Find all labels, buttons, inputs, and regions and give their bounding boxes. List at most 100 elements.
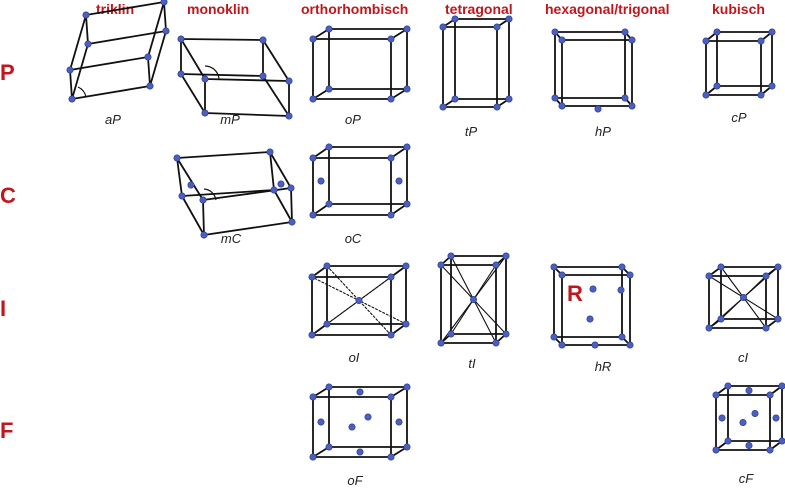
lattice-point <box>308 273 316 281</box>
lattice-point <box>739 293 747 301</box>
lattice-point <box>439 103 447 111</box>
lattice-point <box>713 28 721 36</box>
lattice-point <box>628 102 636 110</box>
lattice-point <box>621 28 629 36</box>
lattice-point <box>287 184 295 192</box>
lattice-point <box>739 418 747 426</box>
lattice-point <box>505 95 513 103</box>
lattice-point <box>768 82 776 90</box>
lattice-point <box>724 437 732 445</box>
lattice-point <box>626 341 634 349</box>
lattice-point <box>617 286 625 294</box>
lattice-point <box>387 331 395 339</box>
lattice-point <box>387 453 395 461</box>
lattice-point <box>285 77 293 85</box>
lattice-point <box>586 315 594 323</box>
cell-edge <box>180 73 206 114</box>
cell-edge <box>176 157 183 197</box>
lattice-point <box>387 211 395 219</box>
lattice-point <box>558 271 566 279</box>
lattice-point <box>502 252 510 260</box>
lattice-point <box>745 441 753 449</box>
lattice-point <box>724 382 732 390</box>
cell-tI <box>437 252 510 347</box>
lattice-point <box>766 446 774 454</box>
cell-edge <box>273 189 293 223</box>
lattice-point <box>778 382 785 390</box>
lattice-point <box>325 143 333 151</box>
lattice-point <box>201 109 209 117</box>
lattice-point <box>356 388 364 396</box>
lattice-point <box>717 263 725 271</box>
lattice-point <box>309 35 317 43</box>
lattice-label-oF: oF <box>347 473 363 488</box>
lattice-point <box>325 200 333 208</box>
cell-edge <box>181 195 205 236</box>
lattice-point <box>762 324 770 332</box>
lattice-point <box>309 211 317 219</box>
lattice-point <box>451 95 459 103</box>
cell-edge <box>147 1 165 58</box>
lattice-point <box>403 443 411 451</box>
cell-oC <box>309 143 411 219</box>
lattice-point <box>325 85 333 93</box>
cell-edge <box>87 30 167 45</box>
lattice-point <box>778 437 785 445</box>
cell-edge <box>262 75 290 117</box>
cell-edge <box>269 151 275 191</box>
lattice-point <box>550 333 558 341</box>
lattice-point <box>757 91 765 99</box>
lattice-point <box>199 196 207 204</box>
cell-edge <box>163 1 167 32</box>
lattice-point <box>356 448 364 456</box>
lattice-point <box>277 180 285 188</box>
lattice-point <box>187 181 195 189</box>
lattice-point <box>447 330 455 338</box>
lattice-point <box>325 383 333 391</box>
lattice-point <box>309 154 317 162</box>
lattice-point <box>550 263 558 271</box>
lattice-point <box>705 324 713 332</box>
lattice-point <box>451 15 459 23</box>
angle-arc <box>203 188 217 201</box>
lattice-point <box>68 95 76 103</box>
lattice-point <box>618 263 626 271</box>
lattice-point <box>626 271 634 279</box>
cell-edge <box>85 1 165 16</box>
lattice-point <box>439 23 447 31</box>
lattice-point <box>201 75 209 83</box>
lattice-point <box>309 453 317 461</box>
lattice-point <box>717 315 725 323</box>
column-header-monoklin: monoklin <box>187 1 250 17</box>
lattice-point <box>469 295 477 303</box>
cell-oF <box>309 383 411 461</box>
lattice-point <box>762 272 770 280</box>
lattice-point <box>712 446 720 454</box>
lattice-label-oP: oP <box>345 112 361 127</box>
cell-tP <box>439 15 513 111</box>
lattice-point <box>403 143 411 151</box>
lattice-label-mP: mP <box>220 112 240 127</box>
lattice-point <box>173 154 181 162</box>
lattice-point <box>774 315 782 323</box>
lattice-point <box>618 333 626 341</box>
lattice-point <box>558 341 566 349</box>
lattice-label-cI: cI <box>737 350 749 365</box>
cell-cP <box>702 28 776 99</box>
lattice-point <box>768 28 776 36</box>
lattice-label-mC: mC <box>220 231 242 246</box>
cell-edge <box>180 38 264 41</box>
cell-edge <box>147 56 151 87</box>
lattice-point <box>551 94 559 102</box>
cell-edge <box>85 14 89 45</box>
lattice-point <box>402 262 410 270</box>
lattice-label-oC: oC <box>344 231 362 246</box>
lattice-point <box>317 177 325 185</box>
lattice-point <box>705 272 713 280</box>
lattice-point <box>774 263 782 271</box>
lattice-point <box>309 95 317 103</box>
cell-edge <box>180 38 206 80</box>
lattice-point <box>403 383 411 391</box>
cell-oI <box>308 262 410 339</box>
